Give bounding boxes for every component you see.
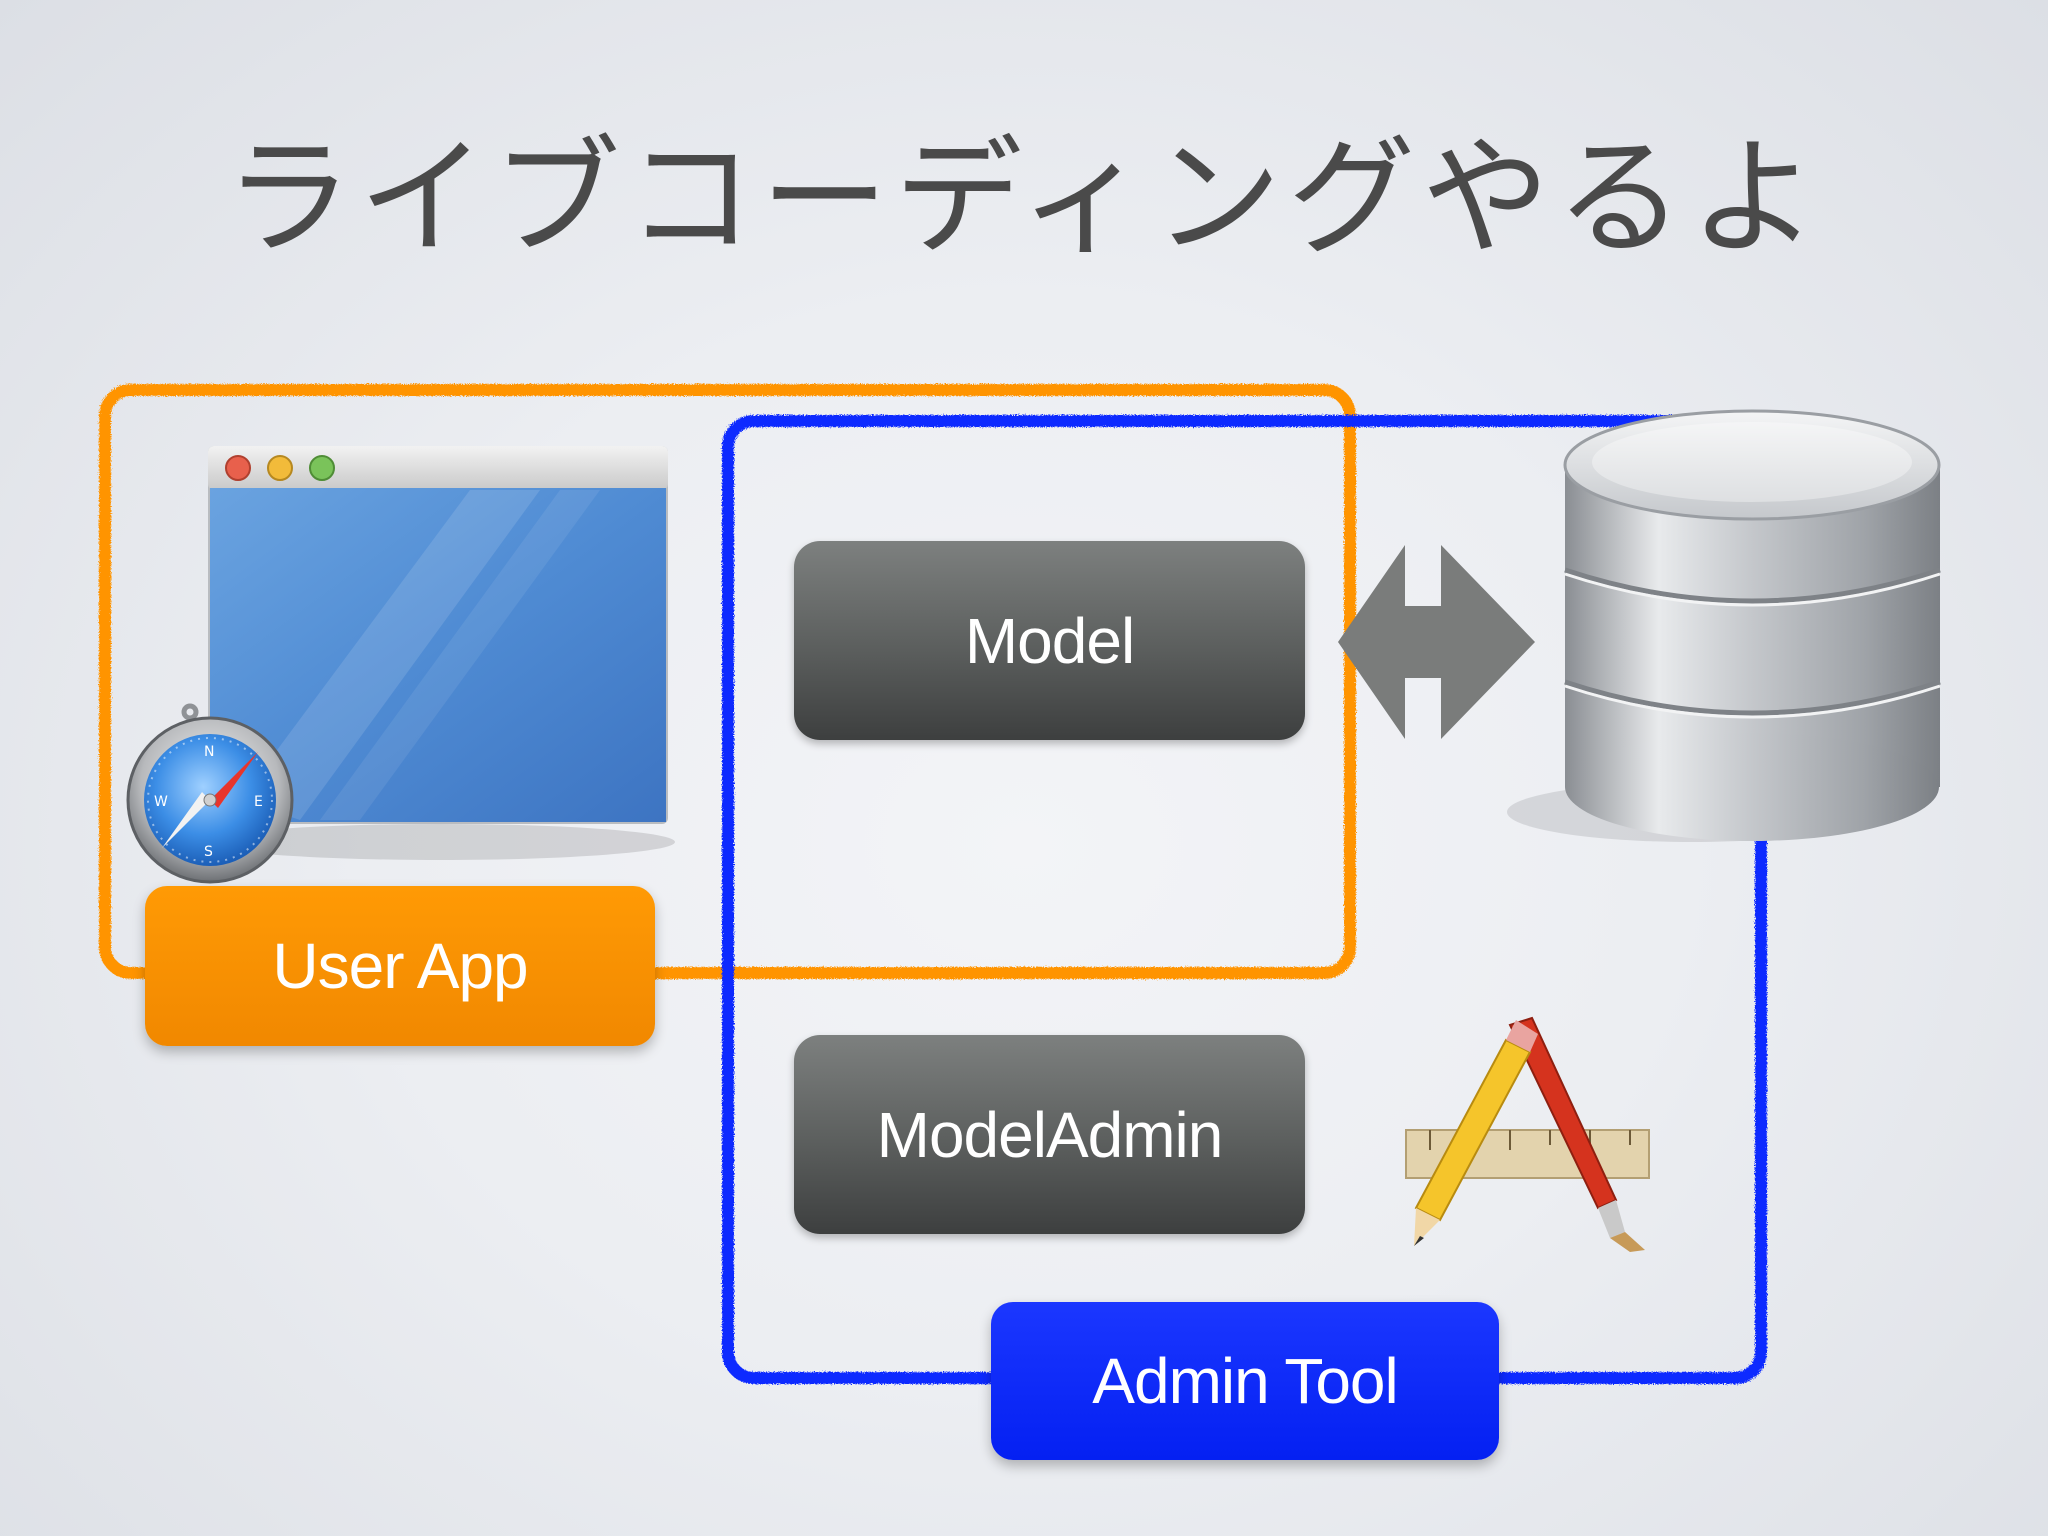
model-box: Model	[794, 541, 1305, 740]
safari-compass-icon: N S W E	[126, 703, 294, 884]
database-icon	[1507, 409, 1941, 842]
svg-text:S: S	[204, 844, 213, 860]
slide-title: ライブコーディングやるよ	[224, 124, 1824, 273]
user-app-label: User App	[145, 886, 655, 1046]
browser-window-icon	[205, 446, 675, 860]
admin-tool-label: Admin Tool	[991, 1302, 1499, 1460]
svg-text:N: N	[204, 744, 214, 760]
model-admin-box: ModelAdmin	[794, 1035, 1305, 1234]
svg-text:W: W	[154, 794, 168, 810]
developer-tools-icon	[1405, 1016, 1650, 1252]
double-arrow-icon	[1338, 545, 1535, 739]
svg-text:E: E	[254, 794, 263, 810]
